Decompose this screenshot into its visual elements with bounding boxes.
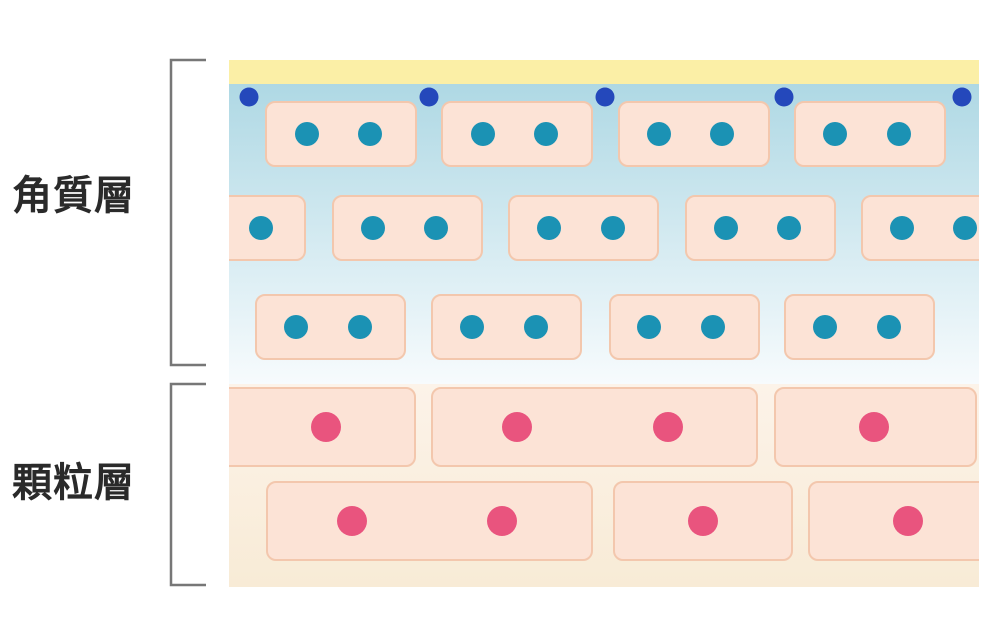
surface-dot [595, 87, 615, 107]
corneum-nucleus [714, 216, 738, 240]
corneum-nucleus [710, 122, 734, 146]
corneum-nucleus [887, 122, 911, 146]
corneum-cell [332, 195, 483, 261]
layer-brackets [169, 58, 206, 587]
corneum-cell [255, 294, 406, 360]
corneum-cell [431, 294, 582, 360]
corneum-nucleus [358, 122, 382, 146]
corneum-nucleus [460, 315, 484, 339]
granular-nucleus [487, 506, 517, 536]
granular-cell [266, 481, 593, 561]
corneum-cell [861, 195, 979, 261]
corneum-nucleus [823, 122, 847, 146]
surface-dot [239, 87, 259, 107]
corneum-cell [618, 101, 770, 167]
granular-nucleus [859, 412, 889, 442]
corneum-nucleus [524, 315, 548, 339]
granular-nucleus [337, 506, 367, 536]
corneum-cell [784, 294, 935, 360]
corneum-nucleus [534, 122, 558, 146]
corneum-nucleus [877, 315, 901, 339]
stratum-granulosum-label: 顆粒層 [12, 460, 135, 506]
granular-cell [229, 387, 416, 467]
corneum-nucleus [890, 216, 914, 240]
granular-nucleus [311, 412, 341, 442]
corneum-cell [685, 195, 836, 261]
corneum-nucleus [813, 315, 837, 339]
corneum-nucleus [295, 122, 319, 146]
corneum-cell [508, 195, 659, 261]
corneum-nucleus [348, 315, 372, 339]
corneum-nucleus [701, 315, 725, 339]
corneum-nucleus [424, 216, 448, 240]
corneum-cell [609, 294, 760, 360]
corneum-nucleus [361, 216, 385, 240]
corneum-nucleus [249, 216, 273, 240]
corneum-nucleus [601, 216, 625, 240]
corneum-nucleus [777, 216, 801, 240]
skin-surface-band [229, 60, 979, 84]
granular-nucleus [688, 506, 718, 536]
corneum-cell [265, 101, 417, 167]
granular-cell [431, 387, 758, 467]
corneum-cell [794, 101, 946, 167]
bracket-icon [169, 382, 206, 587]
bracket-icon [169, 58, 206, 367]
corneum-cell [441, 101, 593, 167]
granular-nucleus [502, 412, 532, 442]
corneum-nucleus [953, 216, 977, 240]
stratum-corneum-label: 角質層 [12, 173, 135, 219]
corneum-nucleus [537, 216, 561, 240]
corneum-nucleus [647, 122, 671, 146]
cell-grid [229, 87, 979, 561]
granular-nucleus [653, 412, 683, 442]
corneum-nucleus [637, 315, 661, 339]
corneum-nucleus [284, 315, 308, 339]
surface-dot [419, 87, 439, 107]
surface-dot [774, 87, 794, 107]
granular-nucleus [893, 506, 923, 536]
surface-dot [952, 87, 972, 107]
corneum-nucleus [471, 122, 495, 146]
